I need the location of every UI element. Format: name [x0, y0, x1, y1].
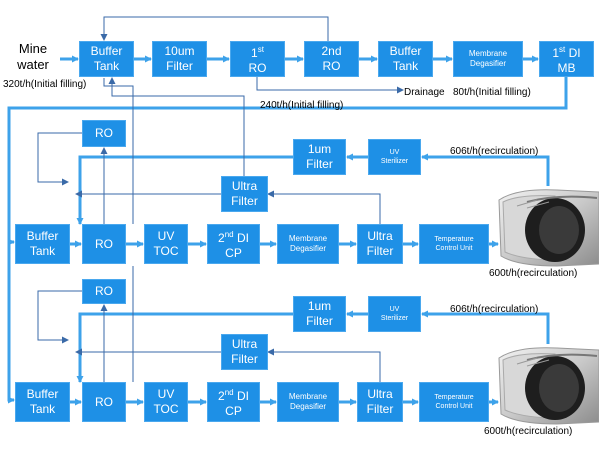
membrane-degasifier-a: Membrane Degasifier — [277, 224, 339, 264]
recirculation-600-a: 600t/h(recirculation) — [489, 268, 578, 279]
uv-sterilizer-a: UV Sterilizer — [368, 139, 421, 175]
flow-connector-10 — [7, 242, 15, 404]
ultra-filter-lower-b: Ultra Filter — [357, 382, 403, 422]
ro-side-b: RO — [82, 279, 126, 304]
ro-a: RO — [82, 224, 126, 264]
membrane-degasifier-top: Membrane Degasifier — [453, 41, 523, 77]
flow-connector-20 — [76, 155, 293, 225]
flow-connector-23 — [267, 190, 381, 224]
10um-filter: 10um Filter — [152, 41, 207, 77]
buffer-tank-top-2: Buffer Tank — [378, 41, 433, 77]
water-tank-image-b — [498, 347, 599, 425]
ultra-filter-upper-b: Ultra Filter — [221, 334, 268, 370]
initial-filling-320: 320t/h(Initial filling) — [3, 79, 87, 90]
flow-connector-18 — [421, 153, 550, 186]
recirculation-600-b: 600t/h(recirculation) — [484, 426, 573, 437]
uv-toc-a: UV TOC — [144, 224, 188, 264]
ro-b: RO — [82, 382, 126, 422]
initial-filling-80: 80t/h(Initial filling) — [453, 87, 531, 98]
mine-water-label: Mine water — [17, 41, 49, 72]
flow-connector-38 — [37, 290, 82, 344]
flow-connector-8 — [256, 77, 404, 94]
drainage-label: Drainage — [404, 87, 445, 98]
temperature-control-unit-b: Temperature Control Unit — [419, 382, 489, 422]
flow-connector-34 — [421, 310, 550, 344]
flow-connector-9 — [7, 77, 568, 246]
recirculation-606-b: 606t/h(recirculation) — [450, 304, 539, 315]
ultra-filter-upper-a: Ultra Filter — [221, 176, 268, 212]
buffer-tank-b: Buffer Tank — [15, 382, 70, 422]
1um-filter-b: 1um Filter — [293, 296, 346, 332]
buffer-tank-a: Buffer Tank — [15, 224, 70, 264]
uv-toc-b: UV TOC — [144, 382, 188, 422]
flow-connector-39 — [267, 348, 381, 382]
ultra-filter-lower-a: Ultra Filter — [357, 224, 403, 264]
buffer-tank-top-1: Buffer Tank — [79, 41, 134, 77]
flow-connector-22 — [37, 132, 82, 186]
water-tank-image-a — [498, 189, 599, 267]
ro-side-a: RO — [82, 120, 126, 147]
initial-filling-240: 240t/h(Initial filling) — [260, 100, 344, 111]
temperature-control-unit-a: Temperature Control Unit — [419, 224, 489, 264]
membrane-degasifier-b: Membrane Degasifier — [277, 382, 339, 422]
recirculation-606-a: 606t/h(recirculation) — [450, 146, 539, 157]
flow-connector-26 — [103, 78, 134, 224]
flow-connector-25 — [108, 77, 245, 176]
flow-connector-36 — [76, 312, 293, 383]
flow-connector-7 — [100, 16, 329, 41]
second-ro: 2nd RO — [304, 41, 359, 77]
uv-sterilizer-b: UV Sterilizer — [368, 296, 421, 332]
1um-filter-a: 1um Filter — [293, 139, 346, 175]
